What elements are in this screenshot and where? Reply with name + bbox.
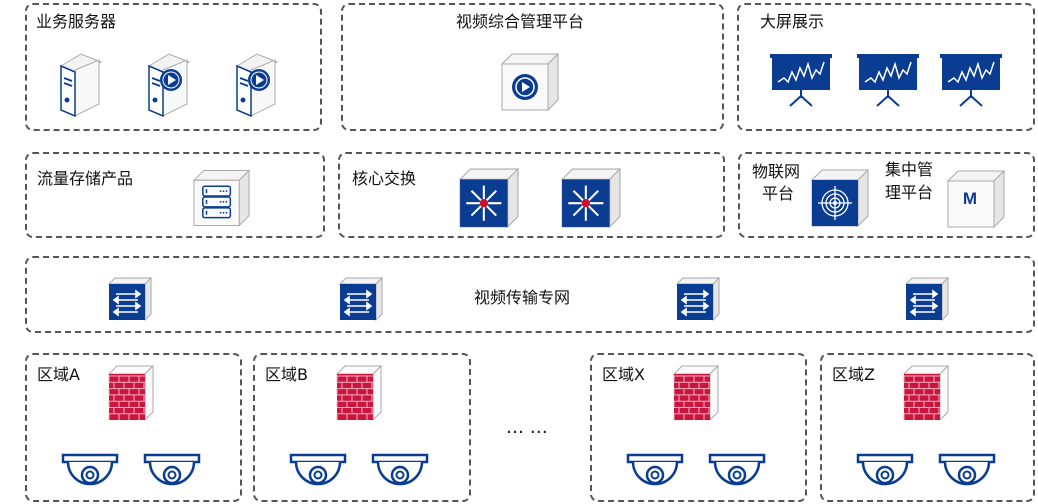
mgmt-label-line1: 集中管 [885,160,934,179]
group-label: 核心交换 [352,169,417,188]
firewall-icon [107,364,155,420]
video-platform-icon [500,52,560,112]
mgmt-label-line2: 理平台 [885,183,934,202]
region-box [25,353,242,502]
region-box [253,353,471,502]
ellipsis: … … [506,417,548,438]
monitor-chart-icon [857,52,919,108]
switch-icon [338,276,384,322]
server-icon [55,52,105,118]
dome-camera-icon [938,453,996,493]
management-m-icon: M [946,169,1006,229]
region-label: 区域A [37,365,80,384]
group-transport-net [25,256,1035,333]
group-business-servers [25,3,322,131]
dome-camera-icon [708,453,766,493]
group-platforms [738,152,1035,238]
iot-target-icon [810,167,870,229]
core-switch-icon [458,166,520,230]
region-label: 区域X [602,365,645,384]
firewall-icon [335,364,383,420]
video-server-icon [143,52,193,118]
group-label: 流量存储产品 [37,169,134,188]
firewall-icon [672,364,720,420]
m-letter: M [962,189,978,208]
core-switch-icon [560,166,622,230]
video-server-icon [231,52,281,118]
dome-camera-icon [143,453,201,493]
group-video-platform [341,3,724,131]
dome-camera-icon [856,453,914,493]
dome-camera-icon [289,453,347,493]
group-storage [25,152,325,238]
dome-camera-icon [371,453,429,493]
group-label: 大屏展示 [760,12,825,31]
iot-label-line2: 平台 [762,184,795,203]
group-label: 视频综合管理平台 [456,12,585,31]
region-label: 区域B [265,365,308,384]
group-big-screen [737,3,1035,131]
region-box [820,353,1035,502]
monitor-chart-icon [770,52,832,108]
switch-icon [904,276,950,322]
storage-icon [192,167,251,229]
dome-camera-icon [61,453,119,493]
region-label: 区域Z [832,365,875,384]
switch-icon [107,276,153,322]
group-label: 业务服务器 [36,12,117,31]
group-core-switch [338,152,725,238]
switch-icon [675,276,721,322]
dome-camera-icon [626,453,684,493]
firewall-icon [902,364,950,420]
monitor-chart-icon [940,52,1002,108]
iot-label-line1: 物联网 [752,162,801,181]
group-label: 视频传输专网 [474,288,571,307]
region-box [590,353,807,502]
